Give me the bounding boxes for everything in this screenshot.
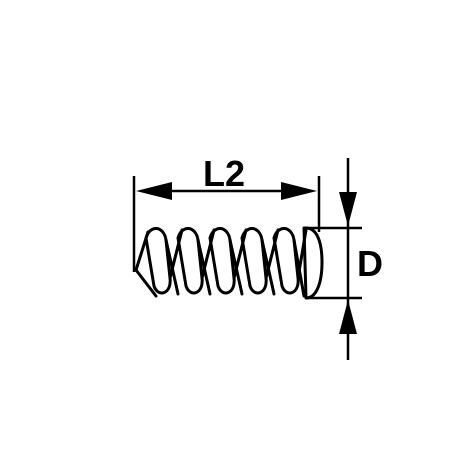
coil-loop-3 xyxy=(208,227,236,295)
coil-loop-5 xyxy=(272,227,300,295)
length-right-arrowhead xyxy=(281,182,317,200)
diameter-top-arrowhead xyxy=(339,192,357,226)
length-label: L2 xyxy=(203,153,245,194)
coil-loop-1 xyxy=(144,227,172,295)
diameter-label: D xyxy=(357,243,383,284)
coil-loop-4 xyxy=(240,227,268,295)
spring-coil xyxy=(134,226,324,300)
length-left-arrowhead xyxy=(136,182,172,200)
spring-end-cap xyxy=(302,226,324,300)
coil-loop-2 xyxy=(176,227,204,295)
diameter-bottom-arrowhead xyxy=(339,300,357,334)
